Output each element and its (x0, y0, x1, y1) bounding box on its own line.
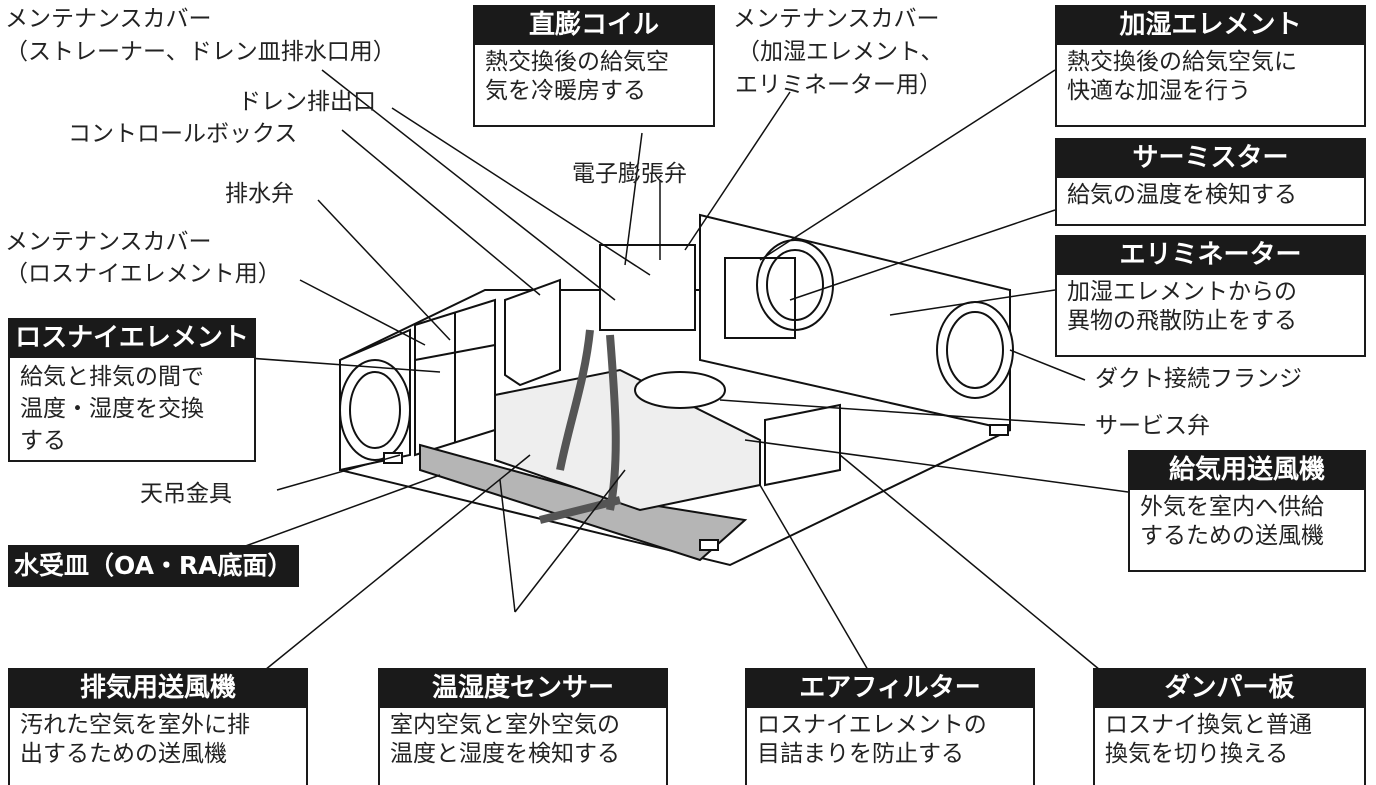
fan-shape (634, 371, 726, 409)
eliminator-title: エリミネーター (1055, 235, 1366, 275)
control-box-label: コントロールボックス (68, 121, 298, 147)
drain-outlet-label: ドレン排出口 (238, 89, 376, 115)
sensor-callout: 温湿度センサー 室内空気と室外空気の 温度と湿度を検知する (378, 668, 668, 785)
damper-shape (764, 403, 841, 487)
maint-cover-strainer-label-1: メンテナンスカバー (5, 6, 212, 32)
maint-cover-humid-label-1: メンテナンスカバー (733, 6, 940, 32)
air-filter-callout: エアフィルター ロスナイエレメントの 目詰まりを防止する (745, 668, 1035, 785)
drain-valve-label: 排水弁 (225, 181, 294, 207)
lossnay-callout: ロスナイエレメント 給気と排気の間で 温度・湿度を交換 する (8, 318, 256, 462)
coil-desc: 熱交換後の給気空 気を冷暖房する (485, 49, 669, 104)
drain-pan-tag: 水受皿（OA・RA底面） (8, 545, 299, 587)
air-filter-desc: ロスナイエレメントの 目詰まりを防止する (757, 712, 987, 767)
control-box-shape (504, 278, 561, 387)
thermistor-title: サーミスター (1055, 138, 1366, 178)
maint-cover-humid-label-3: エリミネーター用） (735, 72, 942, 98)
sensor-desc: 室内空気と室外空気の 温度と湿度を検知する (390, 712, 620, 767)
damper-desc: ロスナイ換気と普通 換気を切り換える (1105, 712, 1312, 767)
expansion-valve-label: 電子膨張弁 (572, 161, 687, 187)
sensor-title: 温湿度センサー (378, 668, 668, 708)
coil-callout: 直膨コイル 熱交換後の給気空 気を冷暖房する (473, 5, 715, 127)
supply-fan-desc: 外気を室内へ供給 するための送風機 (1140, 494, 1324, 549)
eliminator-callout: エリミネーター 加湿エレメントからの 異物の飛散防止をする (1055, 235, 1366, 357)
humidifier-callout: 加湿エレメント 熱交換後の給気空気に 快適な加湿を行う (1055, 5, 1366, 127)
exhaust-fan-desc: 汚れた空気を室外に排 出するための送風機 (20, 712, 250, 767)
ceiling-bracket-label: 天吊金具 (140, 481, 232, 507)
maint-cover-lossnay-label-1: メンテナンスカバー (5, 229, 212, 255)
thermistor-callout: サーミスター 給気の温度を検知する (1055, 138, 1366, 226)
maint-cover-strainer-label-2: （ストレーナー、ドレン皿排水口用） (5, 39, 396, 65)
humidifier-desc: 熱交換後の給気空気に 快適な加湿を行う (1067, 49, 1297, 104)
left-duct-ring (339, 359, 411, 461)
supply-fan-title: 給気用送風機 (1128, 450, 1366, 490)
exhaust-fan-title: 排気用送風機 (8, 668, 308, 708)
service-valve-label: サービス弁 (1095, 413, 1210, 439)
lossnay-desc: 給気と排気の間で 温度・湿度を交換 する (20, 364, 204, 454)
thermistor-desc: 給気の温度を検知する (1067, 182, 1297, 208)
maint-cover-lossnay-label-2: （ロスナイエレメント用） (5, 261, 281, 287)
maint-cover-humid-label-2: （加湿エレメント、 (737, 39, 944, 65)
damper-callout: ダンパー板 ロスナイ換気と普通 換気を切り換える (1093, 668, 1366, 785)
lossnay-title: ロスナイエレメント (8, 318, 256, 358)
leader-lines (239, 69, 1129, 671)
duct-flange-ring (936, 301, 1014, 399)
coil-title: 直膨コイル (473, 5, 715, 45)
supply-fan-callout: 給気用送風機 外気を室内へ供給 するための送風機 (1128, 450, 1366, 572)
exhaust-fan-callout: 排気用送風機 汚れた空気を室外に排 出するための送風機 (8, 668, 308, 785)
duct-flange-label: ダクト接続フランジ (1095, 366, 1302, 392)
humidifier-title: 加湿エレメント (1055, 5, 1366, 45)
eliminator-desc: 加湿エレメントからの 異物の飛散防止をする (1067, 279, 1297, 334)
damper-title: ダンパー板 (1093, 668, 1366, 708)
air-filter-title: エアフィルター (745, 668, 1035, 708)
